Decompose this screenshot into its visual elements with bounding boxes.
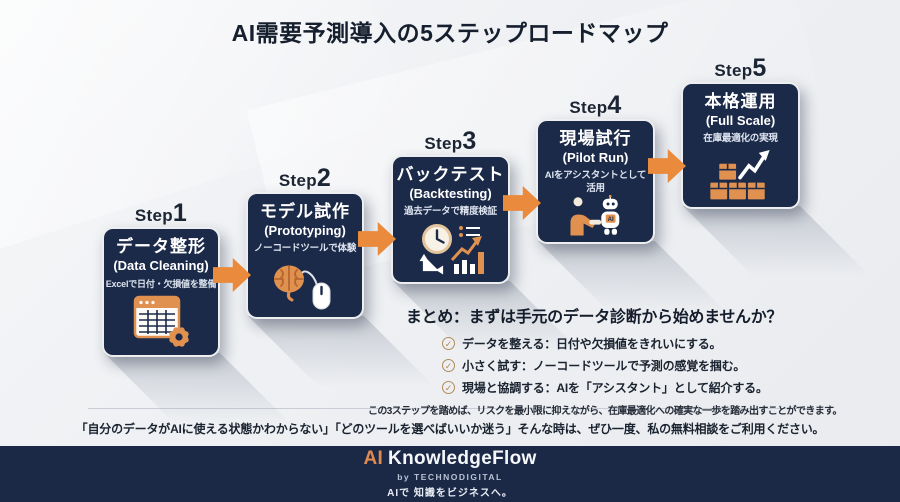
step4-title: 現場試行 — [559, 129, 632, 148]
step5-label: Step5 — [681, 54, 800, 83]
card-cast-shadow — [683, 206, 870, 276]
step5-title: 本格運用 — [704, 92, 777, 111]
step2-title: モデル試作 — [260, 202, 350, 221]
check-circle-icon — [442, 337, 455, 350]
clock-chart-icon — [419, 224, 484, 275]
check-circle-icon — [442, 359, 455, 372]
step1-subtitle-en: (Data Cleaning) — [113, 258, 209, 274]
step2-subtitle-en: (Prototyping) — [264, 223, 346, 239]
summary-section: まとめ：まずは手元のデータ診断から始めませんか？ データを整える：日付や欠損値を… — [368, 303, 843, 417]
step1-card: データ整形 (Data Cleaning) Excelで日付・欠損値を整備 — [102, 227, 220, 357]
step4-desc: AIをアシスタントとして活用 — [544, 169, 647, 194]
divider — [88, 408, 812, 409]
step-prefix: Step — [569, 98, 608, 117]
step4-label: Step4 — [536, 91, 655, 120]
step4-subtitle-en: (Pilot Run) — [562, 150, 629, 166]
human-robot-handshake-icon: AI — [569, 195, 619, 236]
checklist-item: 現場と協調する：AIを「アシスタント」として紹介する。 — [442, 379, 820, 396]
step2-card: モデル試作 (Prototyping) ノーコードツールで体験 — [246, 192, 364, 319]
step-prefix: Step — [278, 171, 317, 190]
checklist-item-text: 小さく試す：ノーコードツールで予測の感覚を掴む。 — [462, 359, 746, 373]
checklist-item-text: データを整える：日付や欠損値をきれいにする。 — [462, 337, 722, 351]
card-cast-shadow — [538, 241, 725, 311]
step-prefix: Step — [134, 206, 173, 225]
step-number: 3 — [462, 127, 477, 155]
checklist-item: データを整える：日付や欠損値をきれいにする。 — [442, 335, 820, 352]
step1-desc: Excelで日付・欠損値を整備 — [105, 278, 217, 289]
step5-desc: 在庫最適化の実現 — [703, 132, 778, 144]
svg-text:AI: AI — [607, 217, 613, 223]
step3-subtitle-en: (Backtesting) — [409, 186, 492, 202]
step1-label: Step1 — [102, 199, 220, 228]
step2-label: Step2 — [246, 164, 364, 193]
brand-ai-text: AI — [363, 448, 384, 470]
card-cast-shadow — [104, 353, 290, 423]
brand-tagline: AIで 知識をビジネスへ。 — [387, 487, 513, 499]
boxes-growth-chart-icon — [709, 149, 770, 200]
step3-label: Step3 — [391, 127, 510, 156]
step4-card: 現場試行 (Pilot Run) AIをアシスタントとして活用 AI — [536, 119, 655, 244]
step-prefix: Step — [714, 61, 753, 80]
consultation-quote: 「自分のデータがAIに使える状態かわからない」「どのツールを選べばいいか迷う」そ… — [75, 422, 825, 436]
summary-note: この3ステップを踏めば、リスクを最小限に抑えながら、在庫最適化への確実な一歩を踏… — [368, 406, 843, 417]
step3-desc: 過去データで精度検証 — [403, 205, 497, 217]
checklist-item: 小さく試す：ノーコードツールで予測の感覚を掴む。 — [442, 357, 820, 374]
step-number: 5 — [752, 54, 767, 82]
brand-name-text: KnowledgeFlow — [388, 448, 537, 470]
check-circle-icon — [442, 381, 455, 394]
step-number: 2 — [316, 164, 332, 192]
step1-title: データ整形 — [116, 237, 206, 256]
step3-title: バックテスト — [396, 165, 505, 184]
brand-byline: by TECHNODIGITAL — [397, 471, 503, 482]
summary-heading: まとめ：まずは手元のデータ診断から始めませんか？ — [405, 309, 783, 326]
spreadsheet-gear-icon — [133, 295, 189, 347]
summary-checklist: データを整える：日付や欠損値をきれいにする。 小さく試す：ノーコードツールで予測… — [442, 335, 820, 396]
step-number: 4 — [607, 91, 622, 119]
step5-subtitle-en: (Full Scale) — [705, 113, 776, 129]
step-prefix: Step — [424, 134, 463, 153]
brain-mouse-icon — [274, 265, 331, 310]
step3-card: バックテスト (Backtesting) 過去データで精度検証 — [391, 155, 510, 284]
step5-card: 本格運用 (Full Scale) 在庫最適化の実現 — [681, 82, 800, 209]
page-title: AI需要予測導入の5ステップロードマップ — [231, 20, 669, 46]
step-number: 1 — [172, 199, 188, 227]
step2-desc: ノーコードツールで体験 — [253, 242, 357, 254]
checklist-item-text: 現場と協調する：AIを「アシスタント」として紹介する。 — [462, 381, 768, 395]
